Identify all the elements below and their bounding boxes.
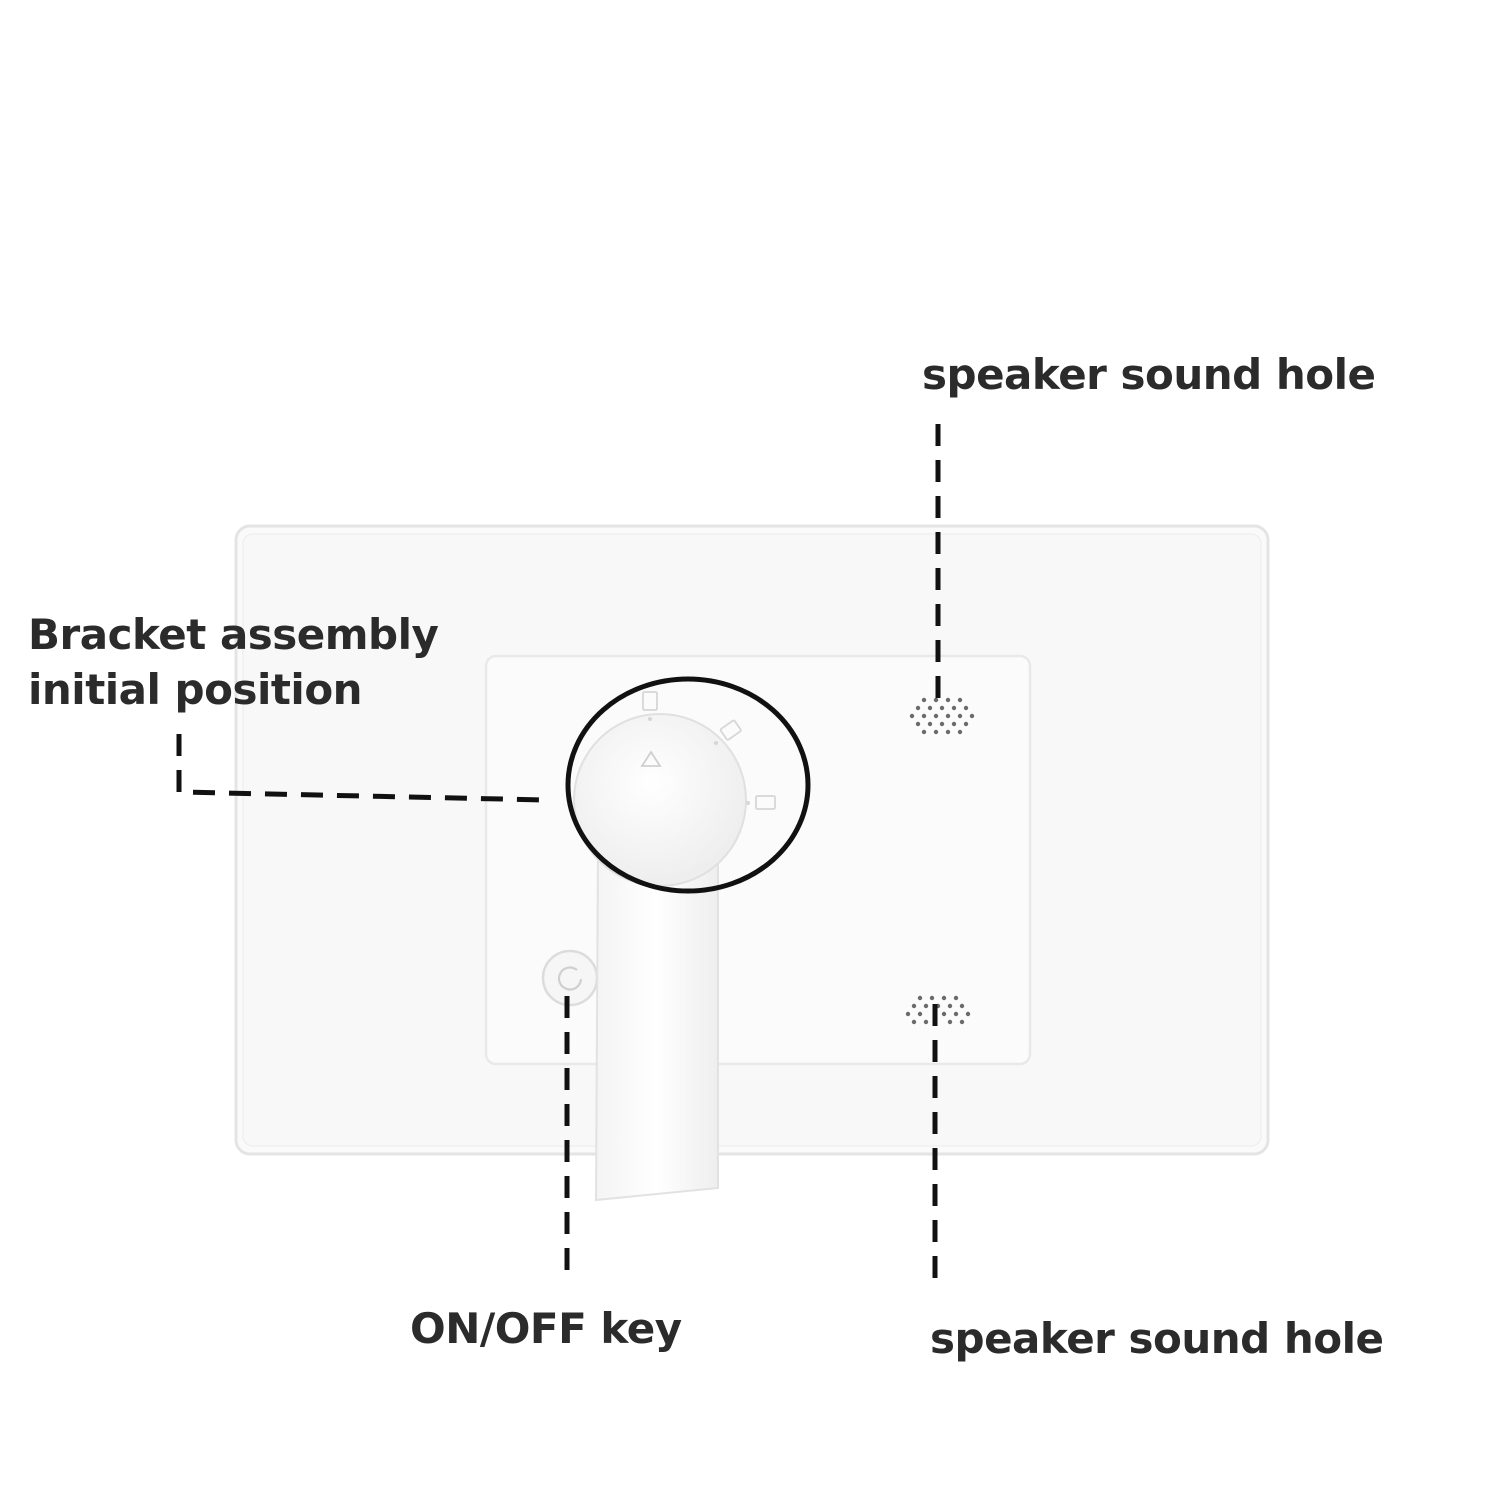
bracket-highlight-ring	[565, 676, 811, 894]
top-speaker-grille-icon	[909, 697, 975, 735]
leader-bracket	[176, 734, 547, 803]
portrait-icon	[642, 691, 658, 721]
bottom-speaker-label: speaker sound hole	[930, 1314, 1384, 1363]
bracket-assembly-label: Bracket assembly initial position	[28, 608, 439, 717]
landscape-icon	[746, 795, 776, 810]
bracket-stand	[594, 849, 719, 1202]
triangle-pointer-icon	[640, 750, 662, 767]
orientation-marks	[642, 691, 776, 810]
tilt-icon	[714, 719, 742, 745]
bracket-label-line-1: Bracket assembly	[28, 610, 439, 659]
on-off-key-label: ON/OFF key	[410, 1304, 682, 1353]
leader-lines	[176, 424, 941, 1284]
power-icon	[557, 966, 583, 991]
power-button[interactable]	[541, 949, 599, 1007]
bracket-label-line-2: initial position	[28, 664, 363, 714]
top-speaker-label: speaker sound hole	[922, 350, 1376, 399]
